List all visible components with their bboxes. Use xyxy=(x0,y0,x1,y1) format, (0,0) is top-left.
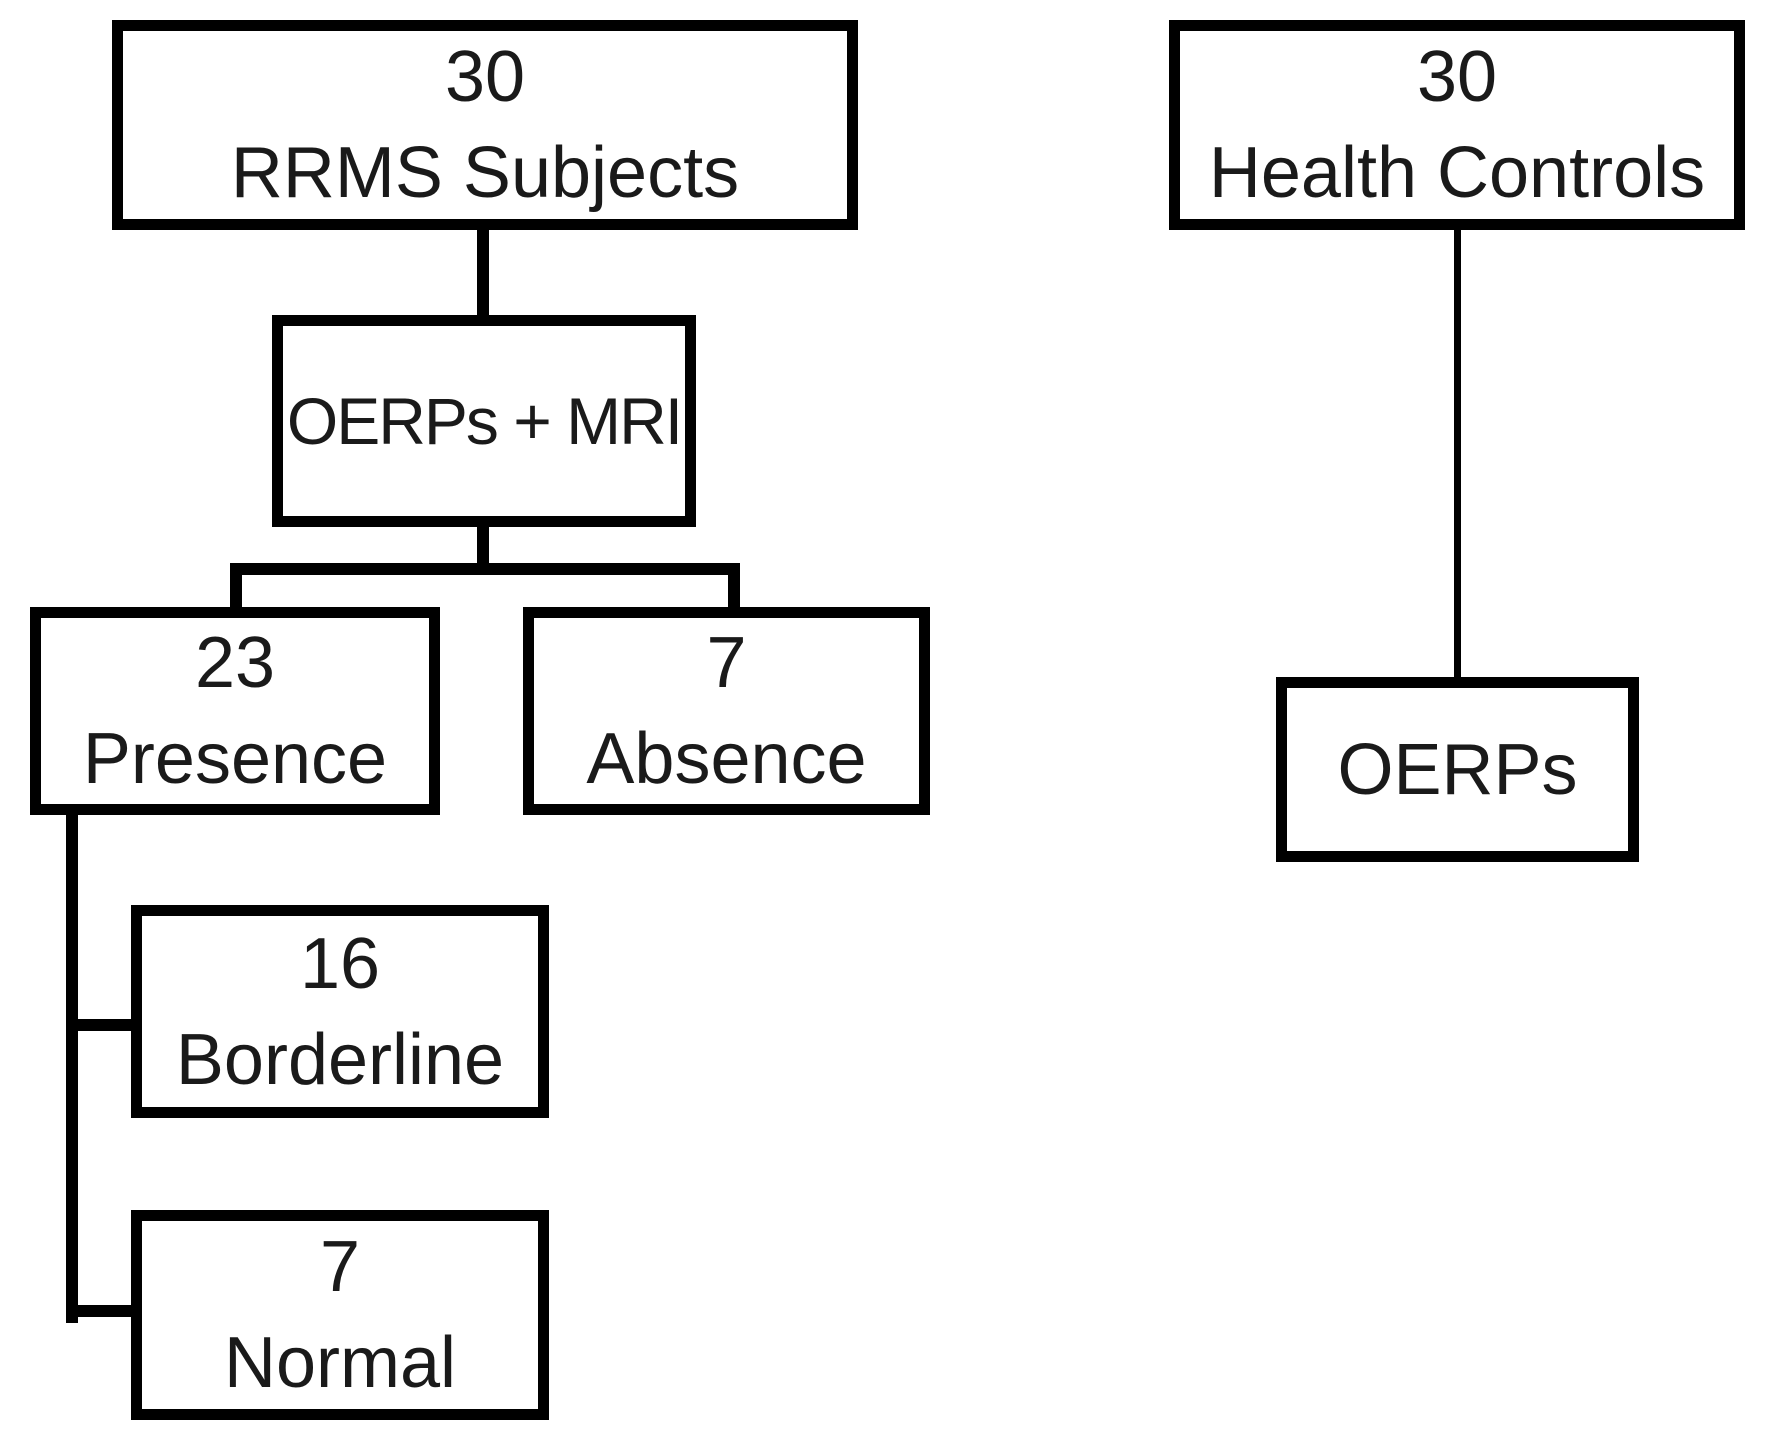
connector-stub-normal xyxy=(66,1305,133,1317)
connector-controls-to-oerps xyxy=(1454,228,1461,680)
rrms-subjects-count: 30 xyxy=(444,37,526,117)
borderline-count: 16 xyxy=(299,923,381,1004)
connector-branch-drop-absence xyxy=(728,563,740,618)
box-presence: 23 Presence xyxy=(30,607,440,815)
connector-presence-vertical xyxy=(66,813,78,1323)
health-controls-label: Health Controls xyxy=(1208,133,1706,213)
oerps-label: OERPs xyxy=(1337,729,1578,810)
box-health-controls: 30 Health Controls xyxy=(1169,20,1745,230)
box-rrms-subjects: 30 RRMS Subjects xyxy=(112,20,858,230)
connector-branch-drop-presence xyxy=(230,563,242,618)
connector-oerpsmri-stub xyxy=(477,525,489,565)
box-normal: 7 Normal xyxy=(131,1210,549,1420)
absence-label: Absence xyxy=(586,719,867,799)
box-absence: 7 Absence xyxy=(523,607,930,815)
oerps-mri-label: OERPs + MRI xyxy=(286,384,683,458)
normal-count: 7 xyxy=(319,1227,361,1307)
connector-rrms-to-oerpsmri xyxy=(477,228,489,318)
health-controls-count: 30 xyxy=(1416,37,1498,117)
connector-branch-horizontal xyxy=(230,563,740,575)
borderline-label: Borderline xyxy=(175,1019,505,1100)
absence-count: 7 xyxy=(706,623,747,703)
normal-label: Normal xyxy=(223,1323,457,1403)
box-oerps-mri: OERPs + MRI xyxy=(272,315,696,527)
box-oerps: OERPs xyxy=(1276,677,1639,862)
connector-stub-borderline xyxy=(66,1019,133,1031)
presence-count: 23 xyxy=(194,623,276,703)
box-borderline: 16 Borderline xyxy=(131,905,549,1118)
rrms-subjects-label: RRMS Subjects xyxy=(230,133,740,213)
presence-label: Presence xyxy=(82,719,388,799)
